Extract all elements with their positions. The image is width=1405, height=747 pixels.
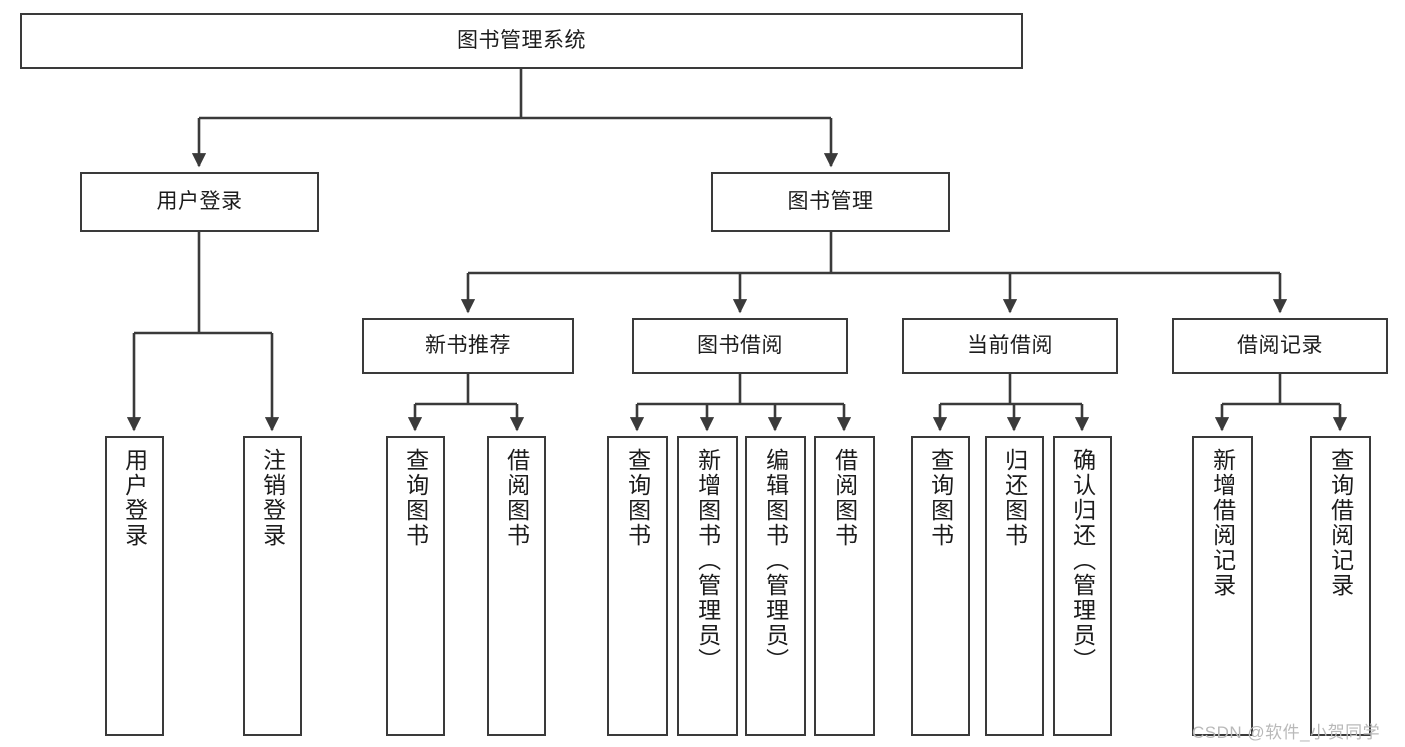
node-book-management-label: 图书管理	[787, 189, 874, 213]
node-leaf-logout[interactable]: 注销登录	[243, 436, 302, 736]
node-leaf-label: 新增图书（管理员）	[694, 448, 721, 673]
node-book-borrowing-label: 图书借阅	[697, 333, 783, 357]
node-leaf-label: 新增借阅记录	[1209, 448, 1236, 598]
node-leaf-label: 查询借阅记录	[1327, 448, 1354, 598]
node-leaf-label: 借阅图书	[831, 448, 858, 548]
node-leaf-confirm-return-admin[interactable]: 确认归还（管理员）	[1053, 436, 1112, 736]
node-leaf-label: 归还图书	[1001, 448, 1028, 548]
node-leaf-borrow-book-borrowing[interactable]: 借阅图书	[814, 436, 875, 736]
node-current-borrowing[interactable]: 当前借阅	[902, 318, 1118, 374]
node-leaf-query-borrow-record[interactable]: 查询借阅记录	[1310, 436, 1371, 736]
node-leaf-user-login[interactable]: 用户登录	[105, 436, 164, 736]
node-root[interactable]: 图书管理系统	[20, 13, 1023, 69]
node-borrowing-records-label: 借阅记录	[1237, 333, 1323, 357]
node-book-borrowing[interactable]: 图书借阅	[632, 318, 848, 374]
node-leaf-label: 查询图书	[402, 448, 429, 548]
node-borrowing-records[interactable]: 借阅记录	[1172, 318, 1388, 374]
node-leaf-label: 用户登录	[121, 448, 148, 548]
node-leaf-query-book-newbook[interactable]: 查询图书	[386, 436, 445, 736]
node-leaf-add-borrow-record[interactable]: 新增借阅记录	[1192, 436, 1253, 736]
node-leaf-label: 查询图书	[927, 448, 954, 548]
node-leaf-label: 编辑图书（管理员）	[762, 448, 789, 673]
node-book-management[interactable]: 图书管理	[711, 172, 950, 232]
node-user-login[interactable]: 用户登录	[80, 172, 319, 232]
node-leaf-return-book[interactable]: 归还图书	[985, 436, 1044, 736]
node-new-book-recommendation-label: 新书推荐	[425, 333, 511, 357]
node-leaf-query-book-borrowing[interactable]: 查询图书	[607, 436, 668, 736]
node-current-borrowing-label: 当前借阅	[967, 333, 1053, 357]
node-leaf-label: 借阅图书	[503, 448, 530, 548]
node-leaf-label: 注销登录	[259, 448, 286, 548]
node-leaf-label: 查询图书	[624, 448, 651, 548]
node-new-book-recommendation[interactable]: 新书推荐	[362, 318, 574, 374]
node-leaf-label: 确认归还（管理员）	[1069, 448, 1096, 673]
csdn-watermark: CSDN @软件_小贺同学	[1192, 723, 1381, 742]
node-leaf-edit-book-admin[interactable]: 编辑图书（管理员）	[745, 436, 806, 736]
node-root-label: 图书管理系统	[457, 28, 586, 52]
node-leaf-add-book-admin[interactable]: 新增图书（管理员）	[677, 436, 738, 736]
node-leaf-query-book-current[interactable]: 查询图书	[911, 436, 970, 736]
node-leaf-borrow-book-newbook[interactable]: 借阅图书	[487, 436, 546, 736]
node-user-login-label: 用户登录	[156, 189, 243, 213]
